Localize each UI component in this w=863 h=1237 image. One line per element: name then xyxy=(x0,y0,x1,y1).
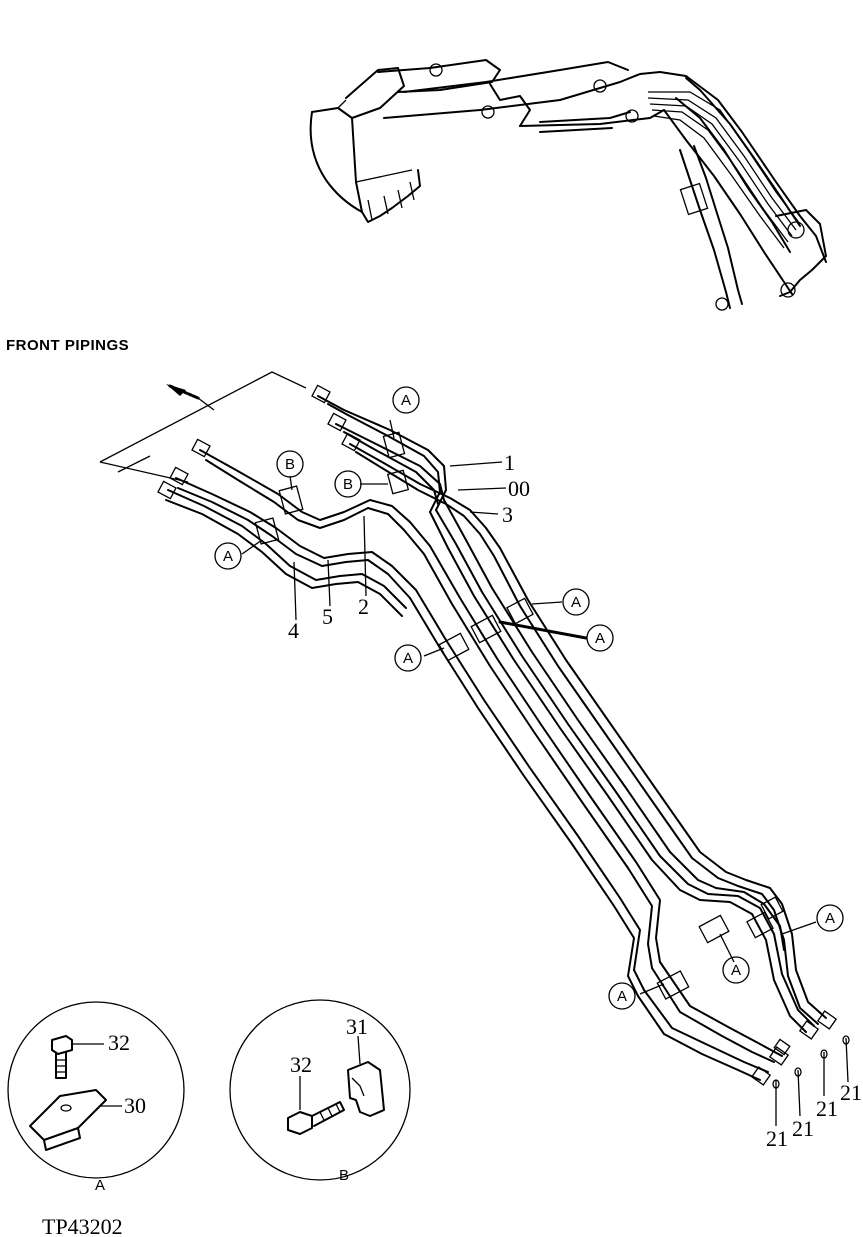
part-number-label: 00 xyxy=(508,476,530,501)
part-number-label: 21 xyxy=(816,1096,838,1121)
callout-b: B xyxy=(334,470,362,498)
svg-text:A: A xyxy=(401,392,411,409)
part-number-label: 21 xyxy=(840,1080,862,1105)
callout-a: A xyxy=(608,982,636,1010)
callout-b: B xyxy=(276,450,304,478)
part-number-label: 21 xyxy=(792,1116,814,1141)
boom-arm-overview-illustration xyxy=(309,59,827,311)
figure-code: TP43202 xyxy=(42,1214,123,1237)
part-number-label: 30 xyxy=(124,1093,146,1118)
part-number-label: 31 xyxy=(346,1014,368,1039)
callout-a: A xyxy=(392,386,420,414)
part-number-label: 21 xyxy=(766,1126,788,1151)
callout-a: A xyxy=(816,904,844,932)
bolt-icon xyxy=(287,1101,345,1135)
svg-text:B: B xyxy=(343,476,353,493)
detail-a: 32 30 A xyxy=(7,1001,185,1194)
detail-b: 31 32 B xyxy=(229,999,411,1184)
part-number-label: 5 xyxy=(322,604,333,629)
end-clips xyxy=(772,1035,850,1089)
direction-arrow xyxy=(166,384,215,411)
clamp-icon xyxy=(347,1061,385,1117)
callout-a: A xyxy=(214,542,242,570)
part-number-label: 4 xyxy=(288,618,299,643)
detail-label: A xyxy=(95,1177,105,1194)
pipe-bundle xyxy=(165,395,827,1081)
leader-lines xyxy=(241,419,849,1126)
clamp-icon xyxy=(29,1089,107,1151)
part-number-label: 32 xyxy=(108,1030,130,1055)
svg-text:A: A xyxy=(223,548,233,565)
svg-text:A: A xyxy=(595,630,605,647)
svg-text:A: A xyxy=(403,650,413,667)
guide-lines xyxy=(99,371,307,483)
svg-text:A: A xyxy=(617,988,627,1005)
detail-label: B xyxy=(339,1167,349,1184)
svg-text:A: A xyxy=(731,962,741,979)
svg-text:B: B xyxy=(285,456,295,473)
svg-text:A: A xyxy=(825,910,835,927)
part-number-label: 1 xyxy=(504,450,515,475)
part-number-label: 2 xyxy=(358,594,369,619)
bolt-icon xyxy=(51,1035,73,1079)
pipe-fittings xyxy=(157,384,838,1086)
callout-a: A xyxy=(586,624,614,652)
svg-text:A: A xyxy=(571,594,581,611)
callout-a: A xyxy=(394,644,422,672)
pipe-clamps xyxy=(254,431,784,1000)
callout-a: A xyxy=(562,588,590,616)
callout-a: A xyxy=(722,956,750,984)
part-number-label: 3 xyxy=(502,502,513,527)
diagram-title: FRONT PIPINGS xyxy=(6,337,129,354)
part-number-label: 32 xyxy=(290,1052,312,1077)
